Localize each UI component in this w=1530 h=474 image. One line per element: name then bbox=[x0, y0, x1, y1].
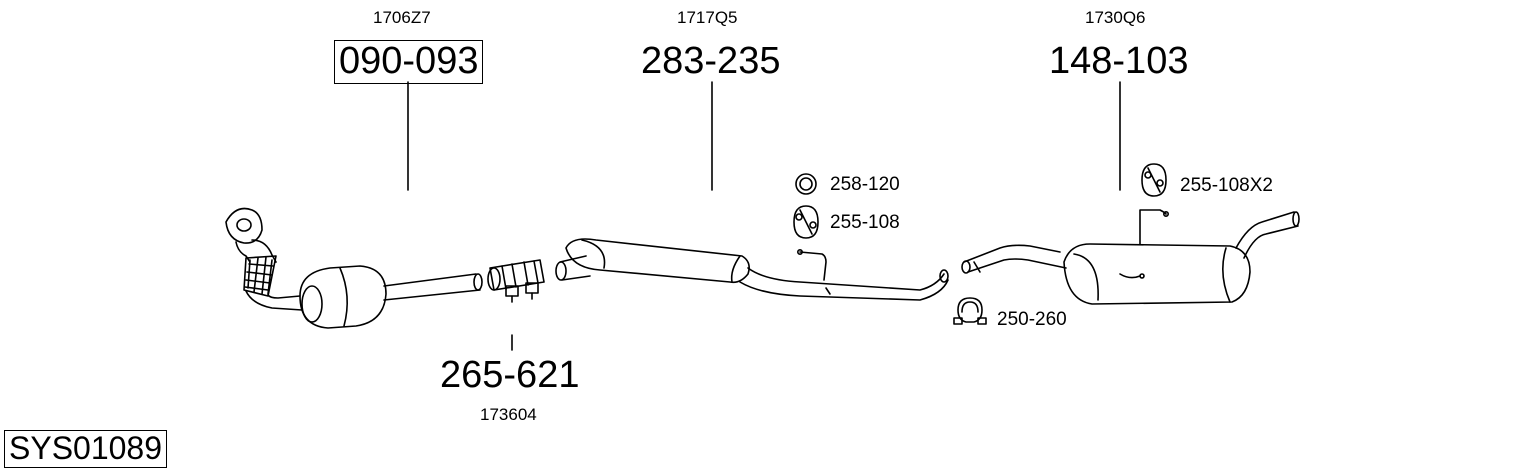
catalyst-ref: 1706Z7 bbox=[373, 8, 431, 27]
clamp-part-number[interactable]: 265-621 bbox=[440, 354, 580, 396]
rear-clamp-part-number[interactable]: 250-260 bbox=[997, 309, 1067, 330]
mount-rear-part-number[interactable]: 255-108X2 bbox=[1180, 175, 1273, 196]
system-id: SYS01089 bbox=[4, 430, 168, 468]
rear-silencer-drawing bbox=[961, 209, 1300, 305]
rear-clamp-drawing bbox=[953, 297, 987, 325]
catalyst-part-number[interactable]: 090-093 bbox=[334, 40, 484, 84]
mount-mid-part-number[interactable]: 255-108 bbox=[830, 212, 900, 233]
clamp-ref: 173604 bbox=[480, 405, 537, 424]
middle-silencer-ref: 1717Q5 bbox=[677, 8, 738, 27]
ring-drawing bbox=[795, 173, 817, 195]
mount-rear-drawing bbox=[1141, 163, 1167, 197]
middle-silencer-drawing bbox=[555, 238, 949, 301]
clamp-drawing bbox=[487, 259, 545, 303]
middle-silencer-part-number[interactable]: 283-235 bbox=[641, 40, 781, 82]
rear-silencer-part-number[interactable]: 148-103 bbox=[1049, 40, 1189, 82]
mount-mid-drawing bbox=[793, 205, 819, 239]
catalyst-drawing bbox=[225, 207, 483, 329]
rear-silencer-ref: 1730Q6 bbox=[1085, 8, 1146, 27]
ring-part-number[interactable]: 258-120 bbox=[830, 174, 900, 195]
